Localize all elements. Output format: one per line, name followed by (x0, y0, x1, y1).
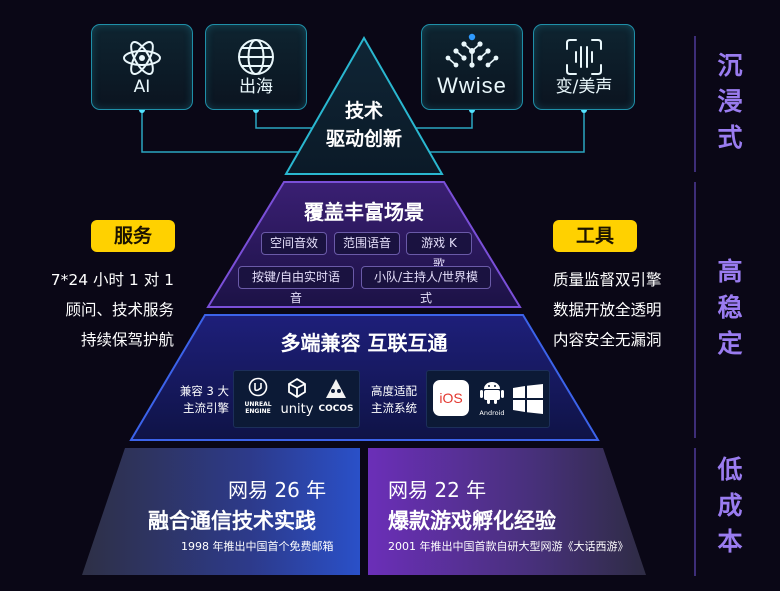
tier3-title: 多端兼容 互联互通 (280, 331, 448, 355)
tech-card-label: 出海 (239, 77, 273, 97)
service-line-1: 7*24 小时 1 对 1 (50, 271, 174, 289)
side-divider (694, 448, 696, 576)
tag-team-modes: 小队/主持人/世界模式 (361, 266, 491, 305)
side-label-low-cost: 低成本 (717, 455, 743, 556)
top-tier-line2: 驱动创新 (325, 128, 402, 150)
engine-logos-panel: UNREAL ENGINE unity COCOS (233, 370, 360, 428)
tag-spatial-audio: 空间音效 (261, 232, 327, 255)
tools-badge: 工具 (553, 220, 637, 252)
atom-icon (123, 41, 161, 75)
ios-logo: iOS (433, 380, 469, 416)
tech-card-voice: 变/美声 (533, 24, 635, 110)
wwise-wordmark: Wwise (437, 73, 507, 98)
tech-card-overseas: 出海 (205, 24, 307, 110)
wwise-logo (445, 33, 499, 68)
unreal-engine-logo: UNREAL ENGINE (236, 377, 280, 415)
tech-card-wwise: Wwise (421, 24, 523, 110)
base-right-years: 网易 22 年 (388, 478, 487, 502)
engines-label: 兼容 3 大 主流引擎 (179, 384, 229, 415)
systems-label: 高度适配 主流系统 (371, 384, 417, 415)
side-divider (694, 182, 696, 438)
base-left-title: 融合通信技术实践 (148, 509, 316, 533)
voice-wave-icon (566, 39, 602, 75)
android-logo: Android (475, 379, 509, 417)
tag-push-to-talk: 按键/自由实时语音 (238, 266, 354, 305)
unity-logo: unity (278, 377, 316, 416)
base-left-subtitle: 1998 年推出中国首个免费邮箱 (181, 540, 334, 553)
tag-game-karaoke: 游戏 K 歌 (406, 232, 472, 271)
base-right-title: 爆款游戏孵化经验 (388, 509, 556, 533)
service-badge: 服务 (91, 220, 175, 252)
cocos-logo: COCOS (316, 376, 356, 414)
windows-logo (513, 384, 543, 418)
tier2-title: 覆盖丰富场景 (304, 200, 424, 224)
tools-line-2: 数据开放全透明 (553, 301, 662, 319)
base-left-years: 网易 26 年 (228, 478, 327, 502)
service-line-3: 持续保驾护航 (80, 331, 174, 349)
tag-range-voice: 范围语音 (334, 232, 400, 255)
system-logos-panel: iOS Android (426, 370, 550, 428)
top-tier-line1: 技术 (344, 100, 383, 122)
base-right-subtitle: 2001 年推出中国首款自研大型网游《大话西游》 (388, 540, 629, 553)
side-divider (694, 36, 696, 172)
tech-card-ai: AI (91, 24, 193, 110)
side-label-stable: 高稳定 (717, 257, 743, 358)
tech-card-label: AI (133, 77, 151, 97)
side-label-immersive: 沉浸式 (717, 51, 743, 152)
service-line-2: 顾问、技术服务 (65, 301, 174, 319)
tools-line-1: 质量监督双引擎 (553, 271, 662, 289)
globe-icon (238, 39, 274, 75)
tech-card-label: 变/美声 (555, 77, 613, 97)
tools-line-3: 内容安全无漏洞 (553, 331, 662, 349)
